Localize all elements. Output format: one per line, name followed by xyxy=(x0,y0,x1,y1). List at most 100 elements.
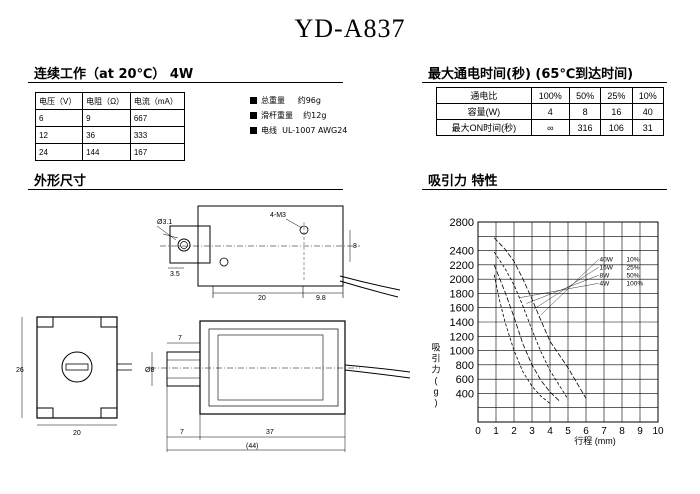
table-cell: 40 xyxy=(631,103,665,120)
dim-20-top: 20 xyxy=(258,295,266,302)
dim-7-bottom: 7 xyxy=(180,429,184,436)
x-axis-label: 行程 (mm) xyxy=(574,435,616,446)
table-cell: 容量(W) xyxy=(436,103,532,120)
product-title: YD-A837 xyxy=(294,14,406,43)
divider xyxy=(422,189,667,190)
series-line xyxy=(493,237,587,399)
y-axis-label: 吸引力(g) xyxy=(431,343,440,408)
plot-frame xyxy=(477,221,659,423)
y-tick-label: 1400 xyxy=(450,317,474,329)
table-cell: 667 xyxy=(129,109,186,127)
dim-9-8: 9.8 xyxy=(316,295,326,302)
x-tick-label: 3 xyxy=(529,426,535,437)
legend-label: 100% xyxy=(627,280,644,287)
y-axis-label-char: 引 xyxy=(431,354,440,364)
series-line xyxy=(493,274,551,404)
dim-thread: 4-M3 xyxy=(270,212,286,219)
series-line xyxy=(493,264,560,401)
y-axis-label-char: 力 xyxy=(431,364,440,375)
dim-26: 26 xyxy=(16,367,24,374)
x-tick-label: 1 xyxy=(493,426,499,437)
y-tick-label: 2400 xyxy=(450,246,474,258)
legend-label: 8W xyxy=(600,272,611,279)
y-axis-label-char: 吸 xyxy=(431,343,440,353)
table-header: 电压（V） xyxy=(34,92,84,110)
y-axis-label-char: ) xyxy=(435,398,438,408)
legend-label: 40W xyxy=(600,256,614,263)
table-cell: 8 xyxy=(568,103,602,120)
legend-label: 50% xyxy=(627,272,640,279)
x-tick-label: 2 xyxy=(511,426,517,437)
table-cell: 24 xyxy=(34,143,84,161)
x-tick-label: 8 xyxy=(619,426,625,437)
table-cell: 最大ON时间(秒) xyxy=(436,119,532,136)
table-cell: 9 xyxy=(82,109,131,127)
table-cell: 4 xyxy=(530,103,570,120)
force-heading: 吸引力 特性 xyxy=(428,174,498,189)
continuous-heading: 连续工作（at 20℃） 4W xyxy=(34,67,194,82)
outline-heading: 外形尺寸 xyxy=(34,174,87,189)
x-tick-label: 5 xyxy=(565,426,571,437)
series-line xyxy=(493,251,569,400)
x-tick-label: 7 xyxy=(601,426,607,437)
table-cell: 106 xyxy=(600,119,633,136)
table-cell: 31 xyxy=(631,119,665,136)
legend-label: 4W xyxy=(600,280,611,287)
divider xyxy=(422,82,667,83)
table-cell: 通电比 xyxy=(436,87,532,104)
table-cell: 333 xyxy=(129,126,186,144)
max-on-heading: 最大通电时间(秒) (65℃到达时间) xyxy=(428,67,634,82)
legend-label: 25% xyxy=(627,264,640,271)
y-tick-label: 800 xyxy=(456,360,474,372)
legend-leader-line xyxy=(526,275,599,304)
table-row: 最大ON时间(秒) ∞ 316 106 31 xyxy=(436,119,665,136)
y-axis-label-char: ( xyxy=(435,376,438,386)
table-row: 通电比 100% 50% 25% 10% xyxy=(436,87,665,104)
max-on-table: 通电比 100% 50% 25% 10% 容量(W) 4 8 16 40 最大O… xyxy=(436,87,665,136)
y-tick-label: 400 xyxy=(456,388,474,400)
y-tick-label: 2000 xyxy=(450,274,474,286)
divider xyxy=(28,82,343,83)
dim-20-front: 20 xyxy=(73,430,81,437)
table-cell: 100% xyxy=(530,87,570,104)
divider xyxy=(28,189,343,190)
y-tick-label: 600 xyxy=(456,374,474,386)
x-tick-label: 6 xyxy=(583,426,589,437)
bullet-square-icon xyxy=(250,97,257,104)
spec-item: 总重量 约96g xyxy=(250,93,347,108)
y-tick-label: 1200 xyxy=(450,331,474,343)
y-axis-label-char: g xyxy=(433,387,438,397)
table-row: 6 9 667 xyxy=(34,109,186,127)
dim-plunger-diameter: Ø8 xyxy=(145,367,154,374)
table-cell: 12 xyxy=(34,126,84,144)
dim-44: (44) xyxy=(246,443,258,450)
x-tick-label: 10 xyxy=(652,426,664,437)
table-row: 24 144 167 xyxy=(34,143,186,161)
table-cell: 50% xyxy=(568,87,602,104)
dim-3-5: 3.5 xyxy=(170,271,180,278)
dim-37: 37 xyxy=(266,429,274,436)
table-cell: 25% xyxy=(600,87,633,104)
table-row: 容量(W) 4 8 16 40 xyxy=(436,103,665,120)
table-cell: 167 xyxy=(129,143,186,161)
y-tick-label: 1000 xyxy=(450,346,474,358)
y-tick-label: 2800 xyxy=(450,217,474,229)
table-row: 12 36 333 xyxy=(34,126,186,144)
table-cell: 6 xyxy=(34,109,84,127)
spec-list: 总重量 约96g 滑杆重量 约12g 电线 UL-1007 AWG24 xyxy=(250,93,347,138)
table-cell: 144 xyxy=(82,143,131,161)
y-tick-label: 1800 xyxy=(450,288,474,300)
spec-item: 电线 UL-1007 AWG24 xyxy=(250,123,347,138)
legend-label: 16W xyxy=(600,264,614,271)
legend-label: 10% xyxy=(627,256,640,263)
table-cell: 16 xyxy=(600,103,633,120)
y-tick-label: 1600 xyxy=(450,303,474,315)
legend-leader-line xyxy=(540,259,599,316)
legend-leader-line xyxy=(519,283,599,298)
x-tick-label: 4 xyxy=(547,426,553,437)
table-cell: 10% xyxy=(631,87,665,104)
x-tick-label: 0 xyxy=(475,426,481,437)
table-header: 电阻（Ω） xyxy=(82,92,131,110)
dim-side-8: 8 xyxy=(353,243,357,250)
table-cell: ∞ xyxy=(530,119,570,136)
